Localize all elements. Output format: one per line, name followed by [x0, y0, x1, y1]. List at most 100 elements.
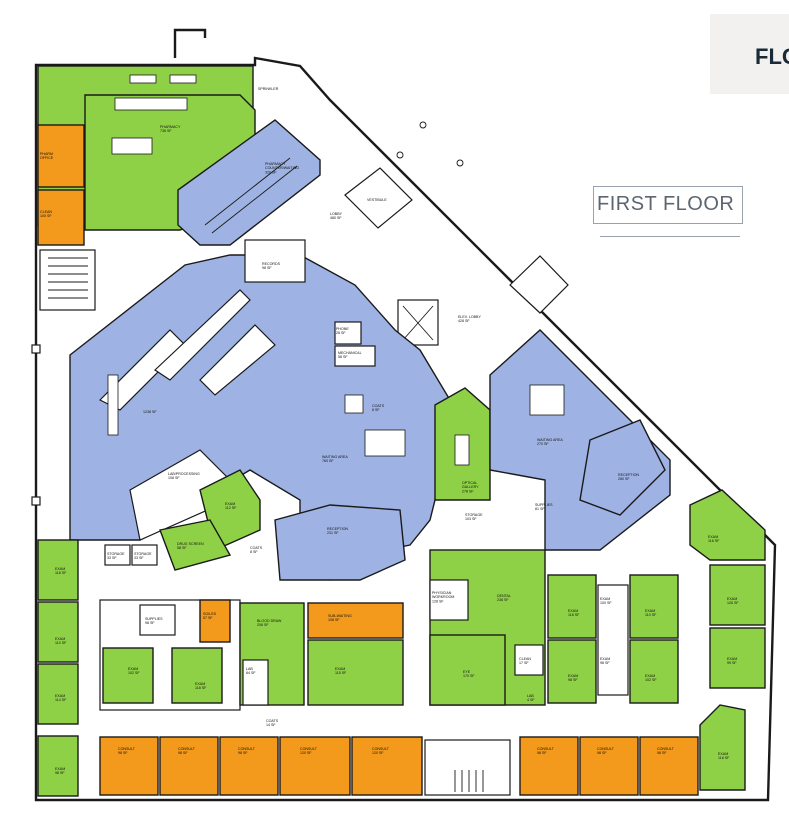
desk — [129, 74, 157, 84]
exam-room — [102, 647, 154, 704]
exam-room — [709, 564, 766, 626]
desk — [107, 374, 119, 436]
header-tab: FLC — [710, 14, 789, 94]
storage-a — [104, 544, 131, 566]
exam-room — [37, 663, 79, 725]
mechanical-room — [334, 345, 376, 367]
label-vestibule: VESTIBULE — [367, 198, 387, 202]
bench — [154, 289, 251, 381]
exam-room — [547, 639, 597, 704]
building-shell — [31, 28, 777, 802]
header-tab-text: FLC — [755, 44, 789, 69]
counter — [114, 97, 188, 111]
inner-block-right — [429, 549, 679, 706]
consult-room — [351, 736, 423, 796]
stair-left — [39, 249, 96, 311]
column-marker — [31, 496, 41, 506]
label-sprinkler: SPRINKLER — [258, 87, 279, 91]
chair-cluster — [344, 394, 364, 414]
column-marker — [31, 344, 41, 354]
consult-room — [639, 736, 699, 796]
exam-room — [689, 489, 766, 561]
lab-zone — [104, 449, 261, 571]
consult-room — [579, 736, 639, 796]
optical-zone — [434, 387, 491, 501]
consult-room — [99, 736, 159, 796]
storage-b — [131, 544, 158, 566]
consult-room — [519, 736, 579, 796]
desk — [169, 74, 197, 84]
right-exam-column — [689, 489, 766, 791]
exam-room — [171, 647, 223, 704]
inner-block-left — [99, 599, 404, 711]
exam-room — [629, 639, 679, 704]
chair-cluster — [529, 384, 565, 416]
pharmacy-waiting-room — [177, 119, 321, 246]
pharm-office-room — [37, 124, 85, 188]
drug-screen — [159, 519, 232, 571]
label-main-waiting: 1238 SF — [143, 410, 157, 414]
consult-room — [279, 736, 351, 796]
lab-room — [242, 659, 269, 706]
consult-room — [219, 736, 279, 796]
exam-room — [547, 574, 597, 639]
toilet-block — [597, 584, 629, 696]
floor-title-box: FIRST FLOOR — [593, 186, 743, 224]
core-zone — [344, 121, 569, 346]
counter-island — [199, 324, 276, 396]
stair-bottom — [424, 739, 511, 796]
display-table — [454, 434, 470, 466]
exam-room — [37, 735, 79, 797]
reception-right — [579, 419, 666, 516]
reception-mid-zone — [274, 504, 406, 581]
supplies-room — [139, 604, 176, 636]
